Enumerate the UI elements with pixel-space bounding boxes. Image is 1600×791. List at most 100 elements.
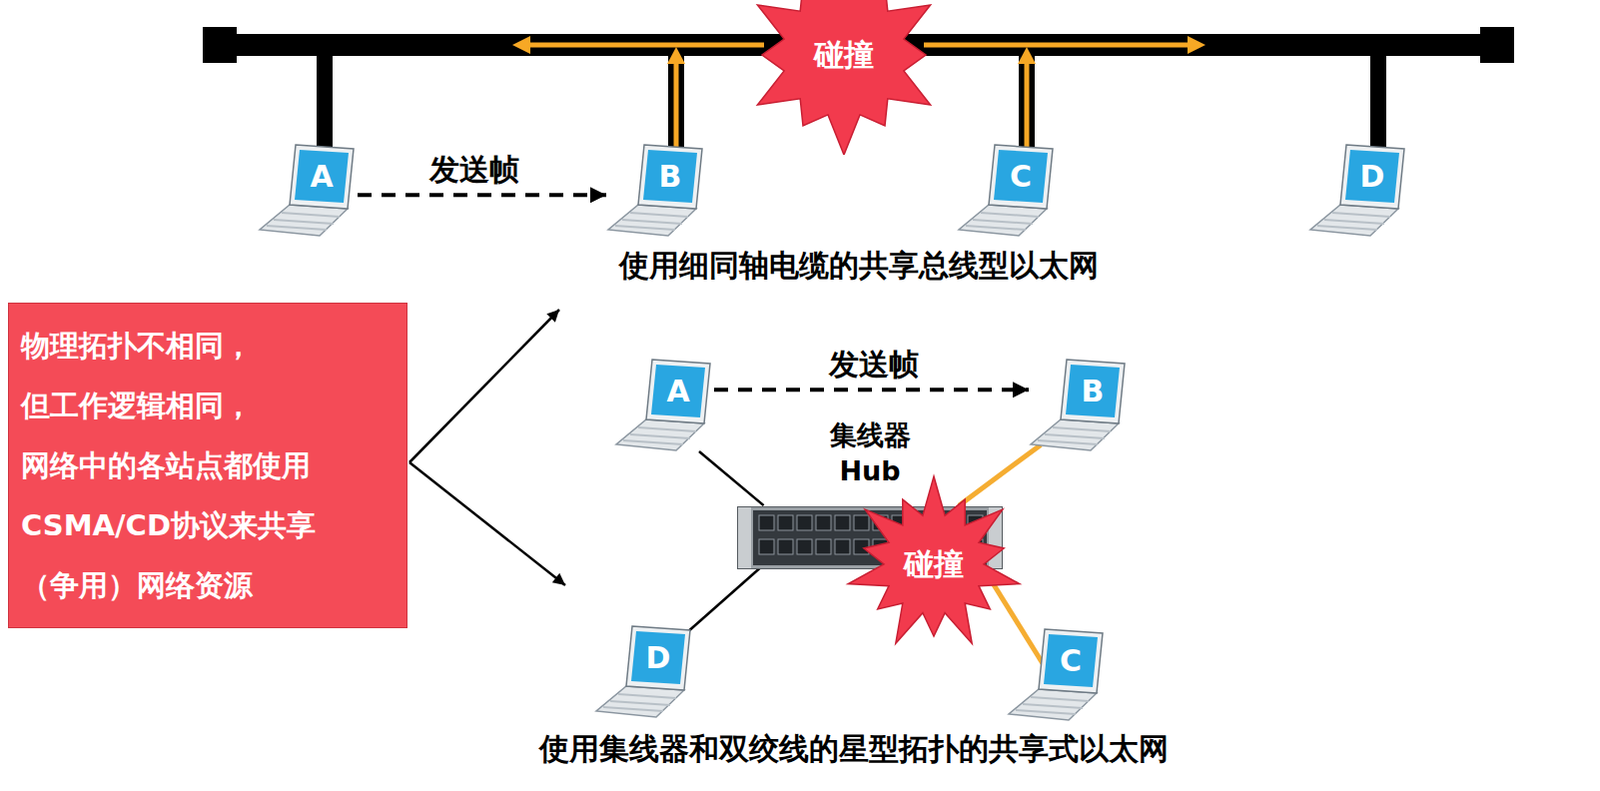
bus-terminator: [1480, 26, 1515, 63]
laptop-station: C: [956, 142, 1057, 238]
hub-port: [759, 539, 775, 555]
laptop-base: [1030, 419, 1119, 451]
laptop-screen: [1043, 634, 1098, 688]
laptop-screen: [643, 149, 698, 203]
keyboard-row: [1015, 710, 1076, 715]
keyboard-row: [603, 707, 664, 712]
signal-line: [529, 42, 765, 48]
hub-port: [759, 515, 775, 531]
keyboard-row: [630, 212, 689, 217]
laptop-base: [1008, 689, 1097, 721]
laptop-screen: [993, 149, 1048, 203]
hub-port: [815, 515, 831, 531]
signal-arrow-head: [1187, 35, 1206, 54]
keyboard-row: [1317, 225, 1378, 230]
laptop-base: [596, 686, 685, 718]
station-letter: C: [1045, 637, 1096, 686]
keyboard-row: [1332, 212, 1391, 217]
laptop-frame: [646, 359, 711, 424]
laptop-icon: [257, 142, 358, 238]
keyboard-row: [1037, 440, 1098, 445]
keyboard-row: [1022, 704, 1083, 709]
hub-port: [815, 539, 831, 555]
laptop-station: A: [257, 142, 358, 238]
laptop-screen: [294, 149, 349, 203]
keyboard-row: [1052, 427, 1111, 432]
frame-arrow: [714, 387, 1029, 392]
collision-label: 碰撞: [833, 464, 1034, 665]
twisted-pair: [958, 444, 1041, 506]
station-letter: D: [1347, 152, 1398, 201]
hub-port: [797, 515, 812, 531]
laptop-frame: [1340, 144, 1405, 209]
station-letter: C: [995, 152, 1046, 201]
station-letter: B: [1067, 367, 1118, 416]
edge-label: 发送帧: [425, 149, 524, 191]
station-letter: A: [653, 367, 704, 416]
diagram-caption: 使用细同轴电缆的共享总线型以太网: [615, 245, 1103, 287]
signal-line: [674, 61, 680, 150]
laptop-frame: [1038, 629, 1103, 694]
signal-arrow-head: [667, 46, 686, 64]
twisted-pair: [679, 564, 765, 640]
keyboard-row: [610, 701, 671, 706]
laptop-frame: [289, 144, 354, 209]
keyboard-row: [266, 225, 327, 230]
keyboard-row: [965, 225, 1026, 230]
keyboard-row: [1044, 434, 1105, 439]
laptop-frame: [988, 144, 1053, 209]
laptop-screen: [631, 631, 686, 685]
laptop-screen: [651, 364, 706, 418]
burst-shape: [744, 0, 944, 155]
frame-arrow: [357, 192, 607, 197]
laptop-frame: [638, 144, 703, 209]
keyboard-row: [622, 219, 683, 224]
hub-ear: [738, 507, 752, 569]
laptop-screen: [1065, 364, 1120, 418]
keyboard-row: [623, 440, 684, 445]
laptop-base: [958, 204, 1047, 236]
bus-drop: [1018, 44, 1035, 151]
diagram-caption: 使用集线器和双绞线的星型拓扑的共享式以太网: [535, 729, 1173, 771]
edge-label: 发送帧: [824, 344, 923, 386]
laptop-icon: [1028, 357, 1129, 453]
keyboard-row: [638, 427, 697, 432]
keyboard-row: [1030, 697, 1089, 702]
signal-arrow-head: [512, 35, 531, 54]
laptop-icon: [594, 624, 695, 720]
laptop-screen: [1345, 149, 1400, 203]
twisted-pair: [699, 451, 765, 506]
laptop-icon: [1006, 627, 1107, 723]
laptop-icon: [606, 142, 707, 238]
keyboard-row: [972, 219, 1033, 224]
hub-port: [853, 515, 869, 531]
bus-drop: [1370, 44, 1387, 151]
signal-line: [923, 42, 1189, 48]
keyboard-row: [273, 219, 334, 224]
keyboard-row: [630, 434, 691, 439]
keyboard-row: [1324, 219, 1385, 224]
laptop-icon: [956, 142, 1057, 238]
laptop-station: D: [1308, 142, 1409, 238]
station-letter: A: [296, 152, 347, 201]
laptop-station: B: [1028, 357, 1129, 453]
keyboard-row: [281, 212, 340, 217]
station-letter: D: [633, 634, 684, 683]
collision-burst: 碰撞: [833, 464, 1034, 665]
keyboard-row: [980, 212, 1039, 217]
bus-drop: [668, 44, 685, 151]
laptop-base: [616, 419, 705, 451]
hub-label: 集线器 Hub: [804, 417, 935, 490]
keyboard-row: [615, 225, 676, 230]
laptop-icon: [1308, 142, 1409, 238]
laptop-base: [1310, 204, 1399, 236]
laptop-station: C: [1006, 627, 1107, 723]
station-letter: B: [645, 152, 696, 201]
bus-terminator: [202, 26, 237, 63]
signal-arrow-head: [1017, 46, 1036, 64]
hub-port: [778, 515, 794, 531]
laptop-station: B: [606, 142, 707, 238]
laptop-frame: [626, 626, 691, 691]
burst-star: [757, 0, 930, 155]
